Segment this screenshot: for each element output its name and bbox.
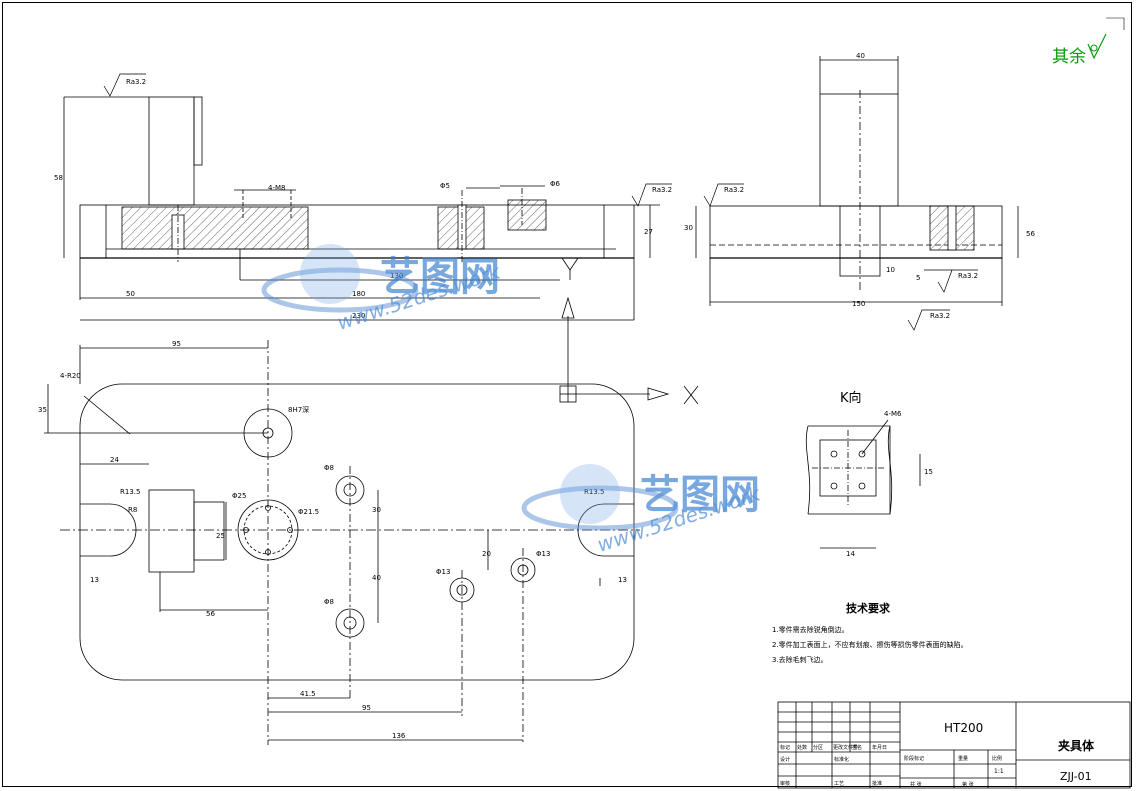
k-dim-15: 15: [924, 468, 933, 476]
dim-r13-5b: R13.5: [584, 488, 604, 496]
watermark-brand: 艺图网: [380, 254, 500, 300]
label-design: 设计: [780, 756, 790, 763]
dim-phi13b: Φ13: [536, 550, 550, 558]
dim-50: 50: [126, 290, 135, 298]
dim-40: 40: [372, 574, 381, 582]
watermark-brand: 艺图网: [640, 472, 760, 518]
k-note: 4-M6: [884, 410, 902, 418]
dim-m8: 4-M8: [268, 184, 285, 192]
label-weight: 重量: [958, 755, 968, 762]
dim-r13-5a: R13.5: [120, 488, 140, 496]
dim-24: 24: [110, 456, 119, 464]
row-label-4: 更改文件号: [833, 744, 858, 751]
dim-4-r20: 4-R20: [60, 372, 81, 380]
dim-phi21-5: Φ21.5: [298, 508, 319, 516]
coordinate-axes: [559, 257, 699, 405]
plan-view-dims: 95 35 24 13 13 56 25 R8 R13.5 R13.5 Φ25 …: [38, 340, 627, 740]
dim-phi6: Φ6: [550, 180, 561, 188]
dim-r8: R8: [128, 506, 137, 514]
dim-phi8b: Φ8: [324, 598, 334, 606]
label-approve: 批准: [872, 780, 882, 787]
tech-item-2: 2.零件加工表面上，不应有划痕、擦伤等损伤零件表面的缺陷。: [772, 640, 968, 649]
dim-95: 95: [172, 340, 181, 348]
tech-requirements: 技术要求 1.零件需去除锐角倒边。 2.零件加工表面上，不应有划痕、擦伤等损伤零…: [772, 601, 968, 664]
roughness-side-b1: Ra3.2: [958, 272, 978, 280]
k-view-text: K向 14 15 4-M6: [840, 390, 933, 558]
tech-item-1: 1.零件需去除锐角倒边。: [772, 625, 849, 634]
remark-group: 其余: [1052, 33, 1107, 67]
title-part-name: 夹具体: [1058, 738, 1095, 753]
remark-text: 其余: [1052, 47, 1086, 67]
roughness-symbol-icon: [1087, 33, 1107, 60]
dim-phi25: Φ25: [232, 492, 246, 500]
label-process: 工艺: [834, 781, 844, 787]
dim-40: 40: [856, 52, 865, 60]
plan-view: [44, 340, 640, 745]
dim-27: 27: [644, 228, 653, 236]
tech-item-3: 3.去除毛刺飞边。: [772, 655, 828, 664]
k-view: [805, 419, 921, 549]
k-view-title: K向: [840, 390, 862, 406]
dim-136: 136: [392, 732, 406, 740]
dim-phi13a: Φ13: [436, 568, 450, 576]
dim-56: 56: [206, 610, 215, 618]
dim-height-58: 58: [54, 174, 63, 182]
roughness-icon: [937, 269, 978, 293]
dim-150: 150: [852, 300, 865, 308]
side-view-dims: 40 56 150 30 5 10 Ra3.2 Ra3.2 Ra3.2: [684, 52, 1035, 331]
title-drawing-no: ZJJ-01: [1060, 770, 1092, 783]
roughness-right-top: Ra3.2: [652, 186, 672, 194]
dim-25: 25: [216, 532, 225, 540]
row-label-2: 处数: [797, 744, 807, 751]
roughness-icon: [103, 73, 146, 97]
label-sheet: 第 张: [962, 781, 974, 788]
dim-95b: 95: [362, 704, 371, 712]
side-view: [695, 56, 1019, 306]
front-view: [63, 96, 660, 321]
tech-title: 技术要求: [846, 601, 891, 615]
dim-20: 20: [482, 550, 491, 558]
front-view-dims: 58 27 50 180 230 130 4-M8 Φ5 Φ6 Ra3.2 Ra…: [54, 73, 672, 320]
title-block-text: HT200 夹具体 ZJJ-01 1:1 标记 处数 分区 更改文件号 签名 年…: [780, 721, 1095, 788]
roughness-icon: [703, 183, 744, 207]
label-check: 审核: [780, 780, 790, 787]
row-label-6: 年月日: [872, 744, 887, 751]
label-std: 标准化: [834, 756, 849, 763]
row-label-3: 分区: [813, 744, 823, 751]
label-ratio: 比例: [992, 755, 1002, 762]
row-label-5: 签名: [852, 744, 862, 751]
dim-30: 30: [372, 506, 381, 514]
roughness-icon: [907, 309, 950, 331]
dim-230: 230: [352, 312, 365, 320]
watermark: 艺图网 www.52des.work 艺图网 www.52des.work: [261, 244, 764, 557]
row-label-1: 标记: [780, 744, 790, 751]
k-dim-14: 14: [846, 550, 855, 558]
label-stage: 阶段标记: [904, 755, 924, 762]
dim-30: 30: [684, 224, 693, 232]
title-block: [777, 701, 1131, 789]
dim-41-5: 41.5: [300, 690, 316, 698]
title-material: HT200: [944, 721, 983, 735]
roughness-side-left: Ra3.2: [724, 186, 744, 194]
label-sheets: 共 张: [910, 781, 922, 788]
dim-10: 10: [886, 266, 895, 274]
dim-13b: 13: [618, 576, 627, 584]
dim-phi5: Φ5: [440, 182, 450, 190]
corner-mark: [1106, 17, 1125, 30]
title-scale: 1:1: [994, 768, 1004, 775]
dim-35: 35: [38, 406, 47, 414]
roughness-top-left: Ra3.2: [126, 78, 146, 86]
dim-13a: 13: [90, 576, 99, 584]
dim-hole: 8H7深: [288, 405, 309, 414]
roughness-icon: [631, 183, 672, 207]
dim-phi8a: Φ8: [324, 464, 334, 472]
dim-56: 56: [1026, 230, 1035, 238]
dim-5: 5: [916, 274, 920, 282]
roughness-side-b2: Ra3.2: [930, 312, 950, 320]
dim-180: 180: [352, 290, 365, 298]
